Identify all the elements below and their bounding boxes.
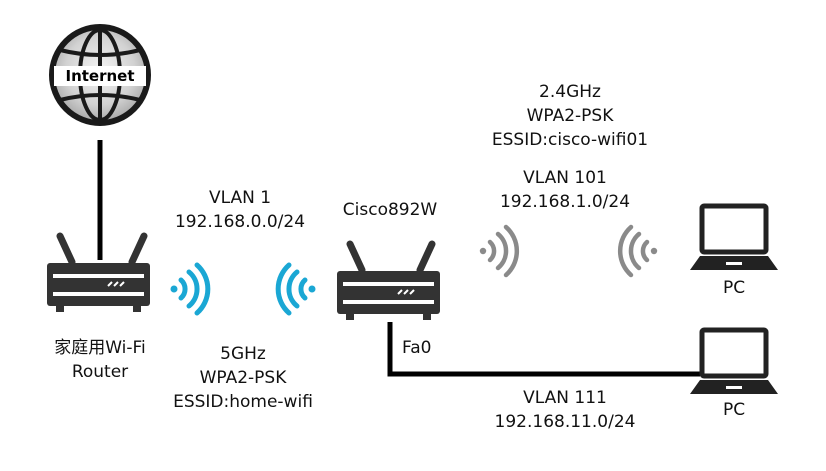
wifi-5ghz-security: WPA2-PSK (199, 368, 287, 388)
wireless-pc-label: PC (722, 278, 746, 298)
fa0-port-label: Fa0 (402, 338, 432, 358)
wired-pc-laptop-icon (690, 327, 778, 394)
cisco-router-icon (337, 240, 440, 320)
wifi-5ghz-signal-cisco-icon (275, 262, 316, 316)
home-router-icon (47, 232, 150, 312)
wifi-5ghz-signal-home-icon (170, 262, 211, 316)
vlan111-label-block: VLAN 111 192.168.11.0/24 (460, 386, 670, 434)
vlan111-name: VLAN 111 (523, 388, 607, 408)
internet-globe-icon (49, 24, 151, 126)
wifi-24ghz-security: WPA2-PSK (526, 106, 614, 126)
vlan1-label-block: VLAN 1 192.168.0.0/24 (150, 186, 330, 234)
home-router-label-line2: Router (71, 362, 129, 382)
wifi-5ghz-band: 5GHz (220, 344, 266, 364)
wifi-24ghz-essid: ESSID:cisco-wifi01 (491, 130, 649, 150)
vlan101-label-block: VLAN 101 192.168.1.0/24 (470, 166, 660, 214)
vlan1-subnet: 192.168.0.0/24 (174, 212, 306, 232)
wifi-24ghz-signal-cisco-icon (479, 224, 520, 278)
wifi-5ghz-info-block: 5GHz WPA2-PSK ESSID:home-wifi (140, 342, 346, 414)
wired-pc-label: PC (722, 400, 746, 420)
internet-label: Internet (65, 67, 135, 85)
wifi-24ghz-info-block: 2.4GHz WPA2-PSK ESSID:cisco-wifi01 (460, 80, 680, 152)
vlan1-name: VLAN 1 (208, 188, 272, 208)
wifi-5ghz-essid: ESSID:home-wifi (173, 392, 313, 412)
home-router-label-block: 家庭用Wi-Fi Router (20, 336, 180, 384)
wifi-24ghz-band: 2.4GHz (539, 82, 601, 102)
vlan101-subnet: 192.168.1.0/24 (499, 192, 631, 212)
wifi-24ghz-signal-pc-icon (617, 224, 658, 278)
home-router-label-line1: 家庭用Wi-Fi (54, 338, 146, 358)
wireless-pc-laptop-icon (690, 203, 778, 270)
vlan101-name: VLAN 101 (523, 168, 607, 188)
wired-link-line (387, 322, 700, 377)
cisco-router-label: Cisco892W (342, 200, 438, 220)
vlan111-subnet: 192.168.11.0/24 (494, 412, 636, 432)
